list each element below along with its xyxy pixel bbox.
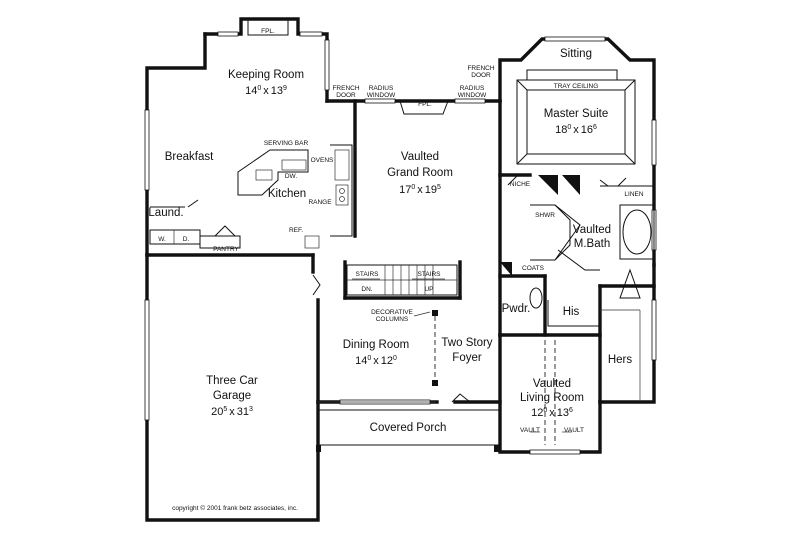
dryer-note: D. [183,236,190,243]
keeping-room-label: Keeping Room [228,69,304,81]
covered-porch-label: Covered Porch [370,422,447,434]
tray-ceiling [516,69,636,165]
garage-label-line1: Three Car [206,375,258,387]
serving-bar-note: SERVING BAR [264,140,309,147]
living-room-label-line2: Living Room [520,392,584,404]
coats-note: COATS [522,265,545,272]
stairs-down-note-a: STAIRS [356,271,380,278]
shower-note: SHWR [535,212,555,219]
vault-note-left: VAULT [520,427,540,434]
kitchen-label: Kitchen [268,188,306,200]
decorative-columns-note-a: DECORATIVE [371,309,413,316]
refrigerator-note: REF. [289,227,303,234]
vault-lines [530,309,641,445]
stairs-down-note-b: DN. [361,286,372,293]
fireplace-keeping: FPL. [247,18,289,36]
niche-note: NICHE [510,181,531,188]
breakfast-label: Breakfast [165,151,214,163]
stairs-up-note-b: UP [424,286,433,293]
laundry-label: Laund. [148,207,183,219]
grand-room-label-line1: Vaulted [401,151,439,163]
french-door-note-2a: FRENCH [467,65,494,72]
dishwasher-note: DW. [285,173,297,180]
kitchen-counters [149,144,353,249]
living-room-label-line1: Vaulted [533,378,571,390]
pantry-note: PANTRY [213,246,239,253]
garage-label-line2: Garage [213,390,251,402]
tray-ceiling-note: TRAY CEILING [554,83,599,90]
stairs-up-note-a: STAIRS [418,271,442,278]
master-suite-label: Master Suite [544,108,609,120]
foyer-label-line2: Foyer [452,352,482,364]
fpl-label-grand: FPL. [418,101,432,108]
mbath-label-line1: Vaulted [573,224,611,236]
powder-label: Pwdr. [502,303,531,315]
annotations: FRENCH DOOR RADIUS WINDOW RADIUS WINDOW … [158,65,644,434]
mbath-label-line2: M.Bath [574,238,610,250]
decorative-columns-note-b: COLUMNS [376,316,409,323]
radius-window-note-2a: RADIUS [460,85,485,92]
his-label: His [563,306,580,318]
french-door-note-1a: FRENCH [332,85,359,92]
door-swings [187,174,627,403]
stairs [346,264,458,296]
porch-outline [316,409,501,452]
foyer-label-line1: Two Story [441,337,492,349]
range-note: RANGE [308,199,332,206]
french-door-note-2b: DOOR [471,72,491,79]
powder-fixtures [529,287,600,327]
vault-note-right: VAULT [564,427,584,434]
grand-room-label-line2: Grand Room [387,167,453,179]
fpl-label-keeping: FPL. [261,28,275,35]
linen-note: LINEN [624,191,643,198]
fireplace-grand: FPL. [399,100,449,115]
radius-window-note-2b: WINDOW [458,92,487,99]
hers-label: Hers [608,354,633,366]
sitting-label: Sitting [560,48,592,60]
washer-note: W. [158,236,166,243]
french-door-note-1b: DOOR [336,92,356,99]
copyright-note: copyright © 2001 frank betz associates, … [172,504,298,512]
dining-room-label: Dining Room [343,339,409,351]
ovens-note: OVENS [311,157,334,164]
decorative-columns [318,310,438,403]
radius-window-note-1b: WINDOW [367,92,396,99]
master-bath-fixtures [500,175,655,299]
radius-window-note-1a: RADIUS [369,85,394,92]
